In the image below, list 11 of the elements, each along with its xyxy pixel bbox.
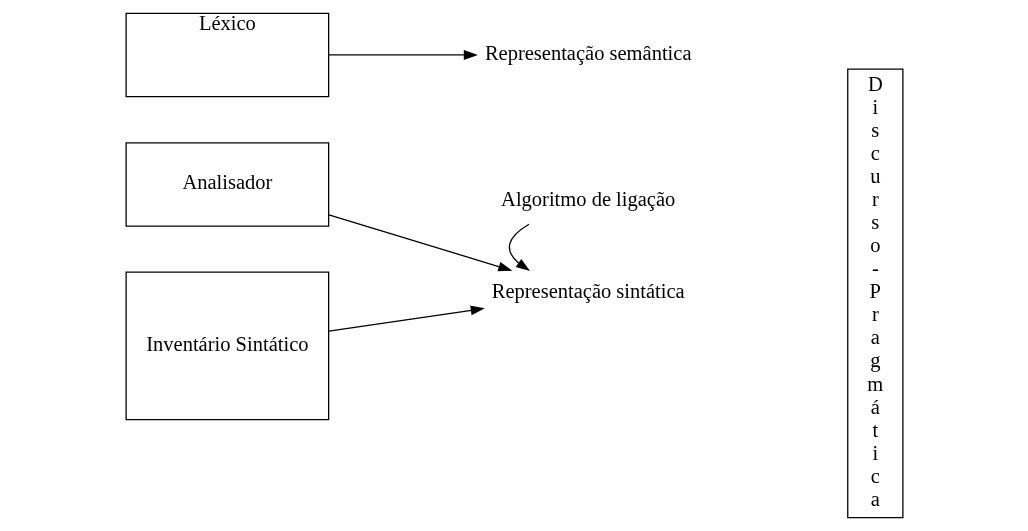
node-text: Representação semântica bbox=[484, 41, 692, 64]
node-box: Analisador bbox=[125, 142, 329, 227]
arrow bbox=[327, 214, 512, 272]
node-box: Inventário Sintático bbox=[125, 271, 329, 421]
arrow bbox=[508, 223, 530, 272]
arrow bbox=[327, 305, 485, 332]
node-text: Algoritmo de ligação bbox=[500, 187, 675, 210]
node-box: Léxico bbox=[125, 12, 329, 98]
node-box: Discurso-Pragmática bbox=[846, 68, 903, 519]
node-text: Representação sintática bbox=[491, 280, 685, 303]
arrow bbox=[327, 50, 478, 60]
